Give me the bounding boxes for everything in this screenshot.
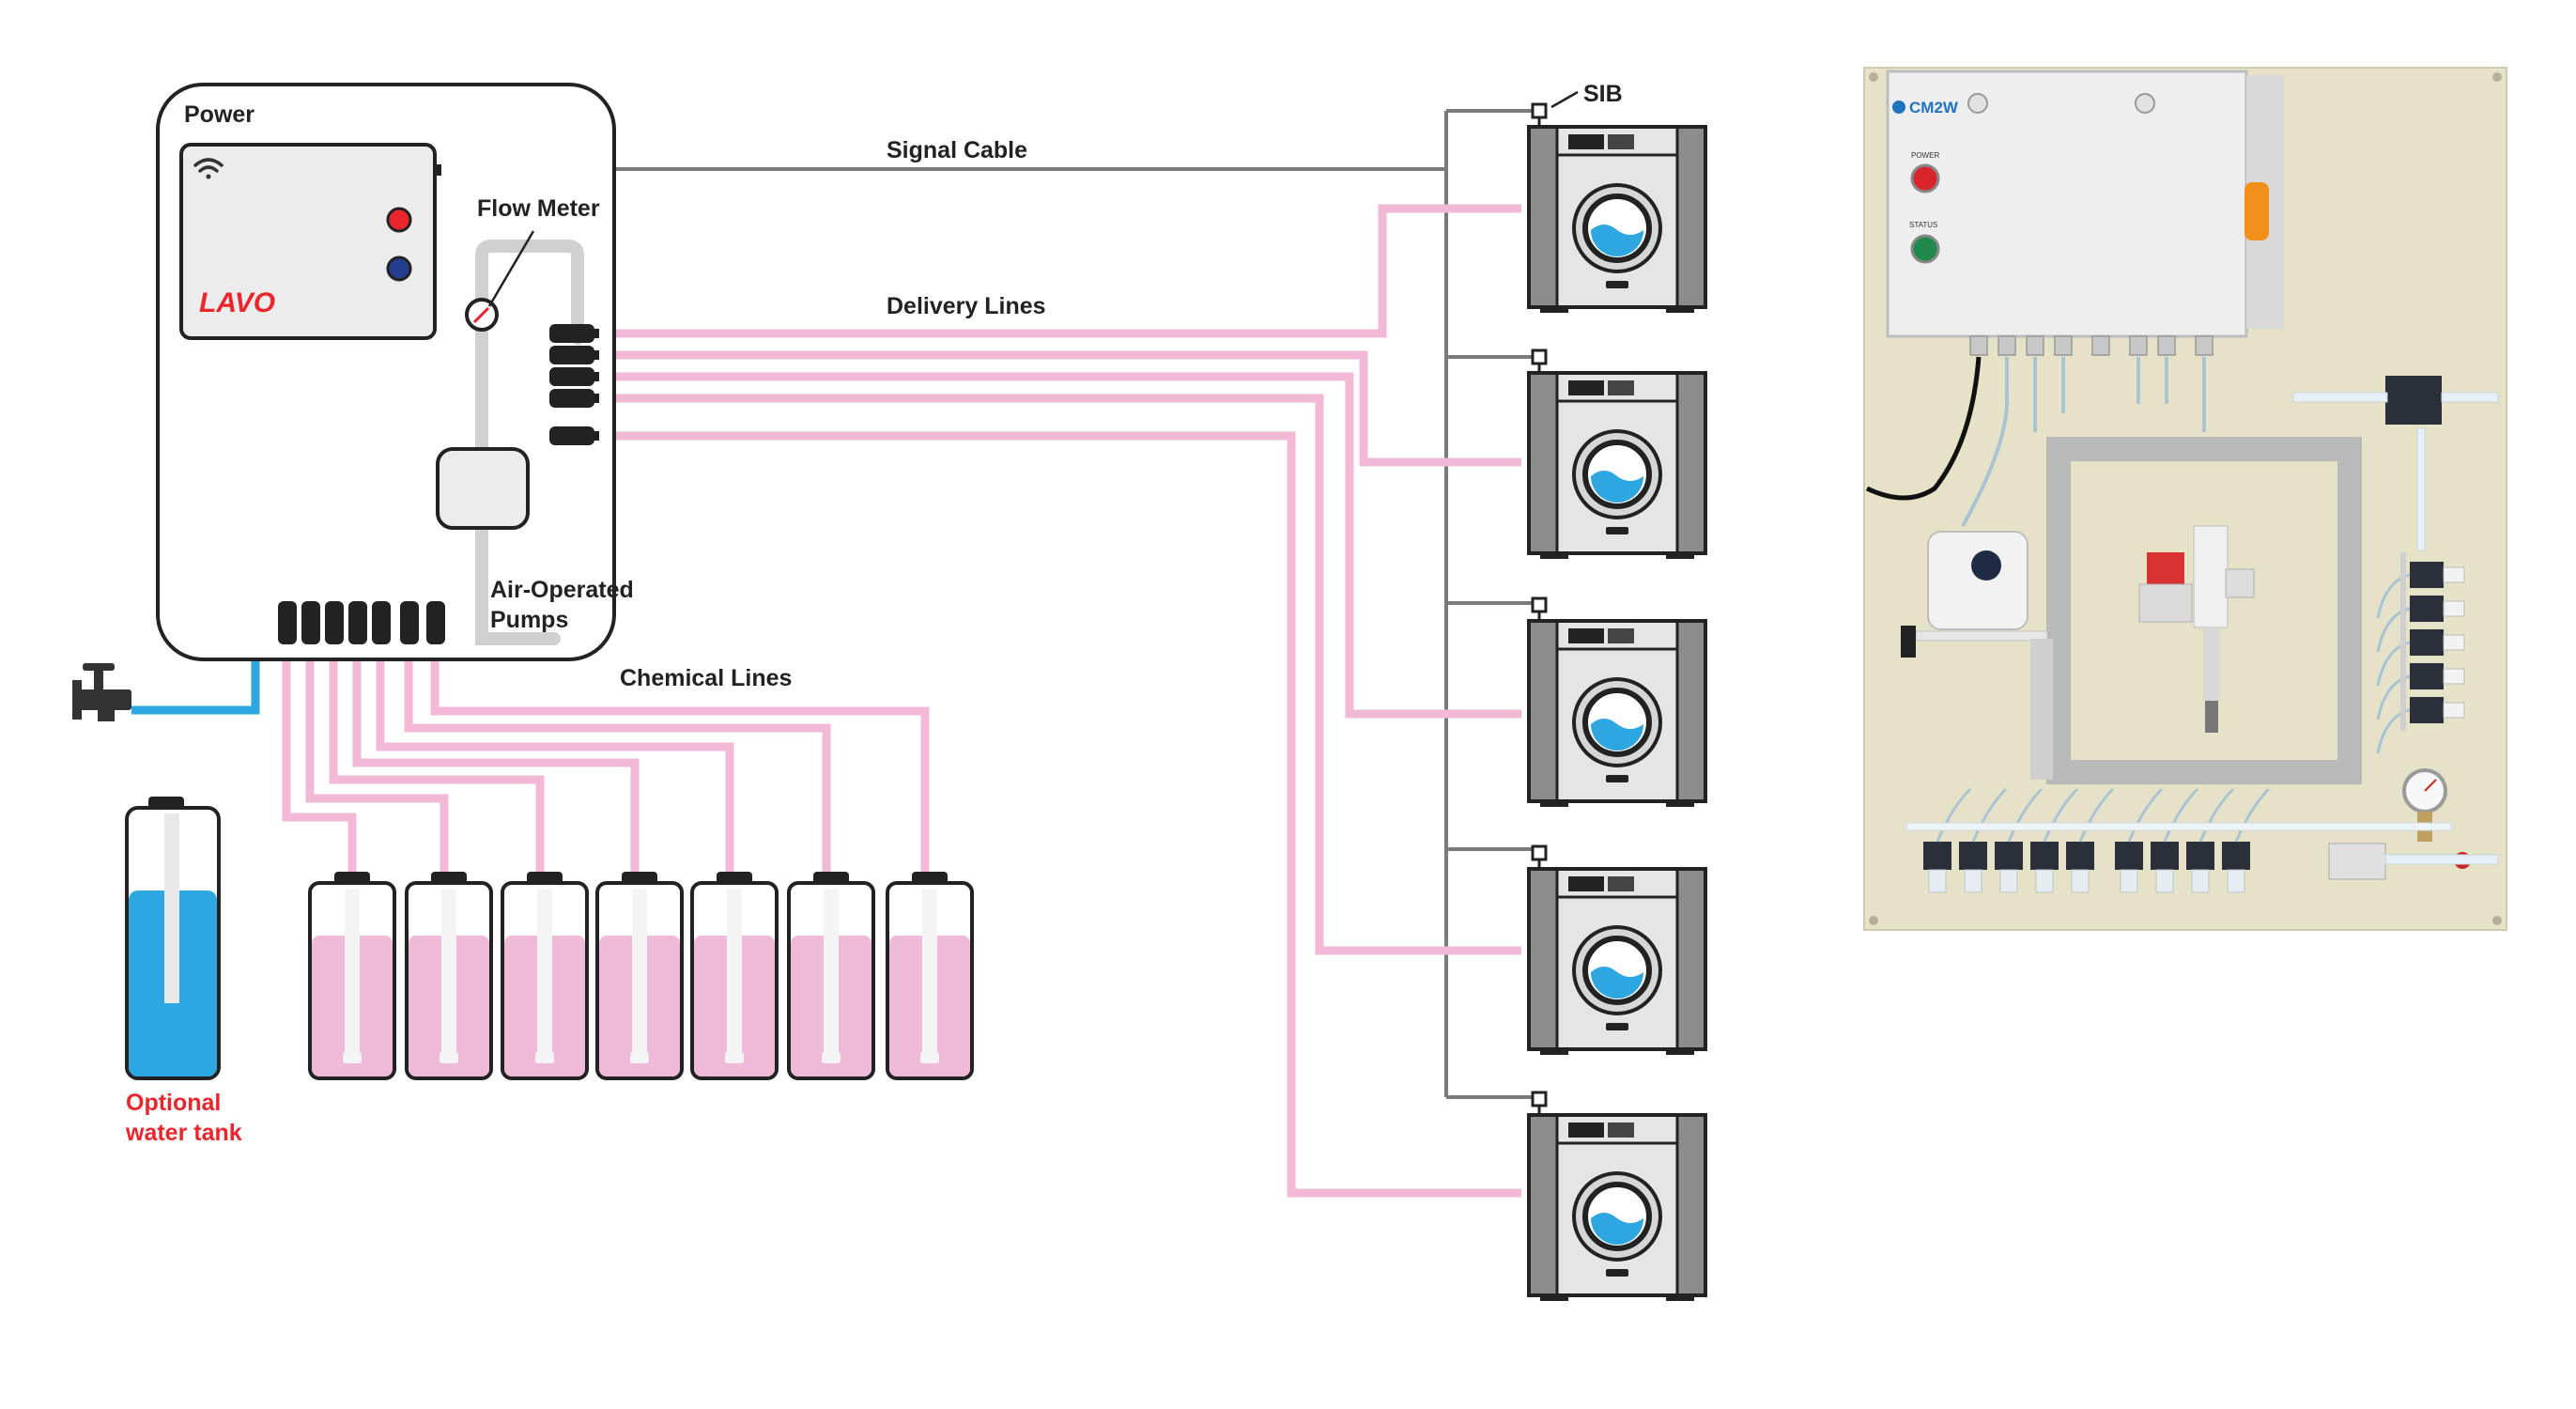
solenoid-valve	[2066, 787, 2115, 893]
flow-meter-label: Flow Meter	[477, 195, 600, 222]
tank-label-line1: Optional	[126, 1090, 221, 1116]
panel-frame	[2046, 437, 2362, 784]
dosing-panel-photo: CM2W POWER STATUS	[1863, 67, 2507, 931]
washer	[1527, 102, 1707, 313]
wifi-icon	[193, 158, 224, 179]
power-label: Power	[184, 101, 255, 128]
solenoid-valve	[1959, 787, 2008, 893]
panel-power-button	[1910, 163, 1940, 194]
panel-beacon	[2244, 182, 2269, 240]
sib-box	[1531, 102, 1548, 119]
chemical-container	[595, 872, 684, 1080]
sib-box	[1531, 844, 1548, 861]
solenoid-valve	[2186, 787, 2235, 893]
sib-box	[1531, 348, 1548, 365]
solenoid-valve	[1923, 787, 1972, 893]
tank-label-line2: water tank	[125, 1120, 242, 1146]
flow-meter: Flow Meter	[465, 195, 600, 332]
lavo-logo: LAVO	[199, 287, 275, 318]
blue-led	[386, 255, 412, 282]
panel-power-label: POWER	[1911, 151, 1939, 160]
water-tank: Optional water tank	[125, 797, 242, 1146]
pumps-label-line2: Pumps	[490, 607, 568, 633]
panel-bottom-manifold	[1923, 787, 2271, 893]
chemical-container	[886, 872, 974, 1080]
chemical-container	[787, 872, 875, 1080]
panel-top-valve	[2385, 376, 2442, 425]
internal-tubing	[475, 240, 584, 645]
solenoid-valve	[2376, 596, 2465, 653]
panel-status-label: STATUS	[1909, 221, 1937, 229]
chemical-container	[501, 872, 589, 1080]
panel-inlet-valve	[2328, 843, 2386, 880]
sib-label: SIB	[1583, 81, 1623, 107]
panel-brand: CM2W	[1909, 99, 1959, 116]
solenoid-valve	[1995, 787, 2044, 893]
chemical-container	[308, 872, 396, 1080]
chemical-lines-label: Chemical Lines	[620, 665, 792, 691]
pump-connectors	[278, 601, 445, 644]
delivery-lines	[568, 204, 1521, 1198]
solenoid-valve	[2222, 787, 2271, 893]
signal-cable-label: Signal Cable	[887, 137, 1027, 163]
panel-diaphragm-pump	[1927, 531, 2028, 630]
chemical-containers	[308, 872, 974, 1080]
panel-air-regulator	[2138, 525, 2255, 733]
controller-unit: LAVO	[179, 143, 441, 340]
washer	[1527, 348, 1707, 559]
chemical-lines	[282, 639, 930, 874]
cable-glands	[1969, 335, 2214, 356]
sib-box	[1531, 596, 1548, 613]
solenoid-valve	[2151, 787, 2199, 893]
solenoid-valve	[2030, 787, 2079, 893]
delivery-connectors	[549, 324, 599, 445]
washer	[1527, 1091, 1707, 1301]
washers	[1527, 102, 1707, 1301]
power-led	[386, 207, 412, 233]
washer-display	[1568, 380, 1604, 395]
delivery-lines-label: Delivery Lines	[887, 293, 1046, 319]
pumps-label-line1: Air-Operated	[490, 577, 634, 603]
chemical-container	[405, 872, 493, 1080]
washer-display	[1568, 628, 1604, 643]
solenoid-valve	[2115, 787, 2164, 893]
sib-pointer	[1550, 90, 1579, 109]
panel-right-manifold	[2376, 552, 2465, 754]
washer	[1527, 596, 1707, 807]
sib-box	[1531, 1091, 1548, 1107]
brand-logo-icon: CM2W	[1892, 99, 1959, 116]
washer-display	[1568, 876, 1604, 891]
washer-display	[1568, 134, 1604, 149]
controller-cabinet: Power LAVO Flow Meter	[156, 83, 634, 661]
solenoid-valve	[2376, 562, 2465, 619]
pump-body	[436, 447, 530, 530]
chemical-container	[690, 872, 779, 1080]
washer	[1527, 844, 1707, 1055]
washer-display	[1568, 1123, 1604, 1138]
faucet-icon	[72, 663, 131, 721]
panel-status-button	[1910, 234, 1940, 264]
